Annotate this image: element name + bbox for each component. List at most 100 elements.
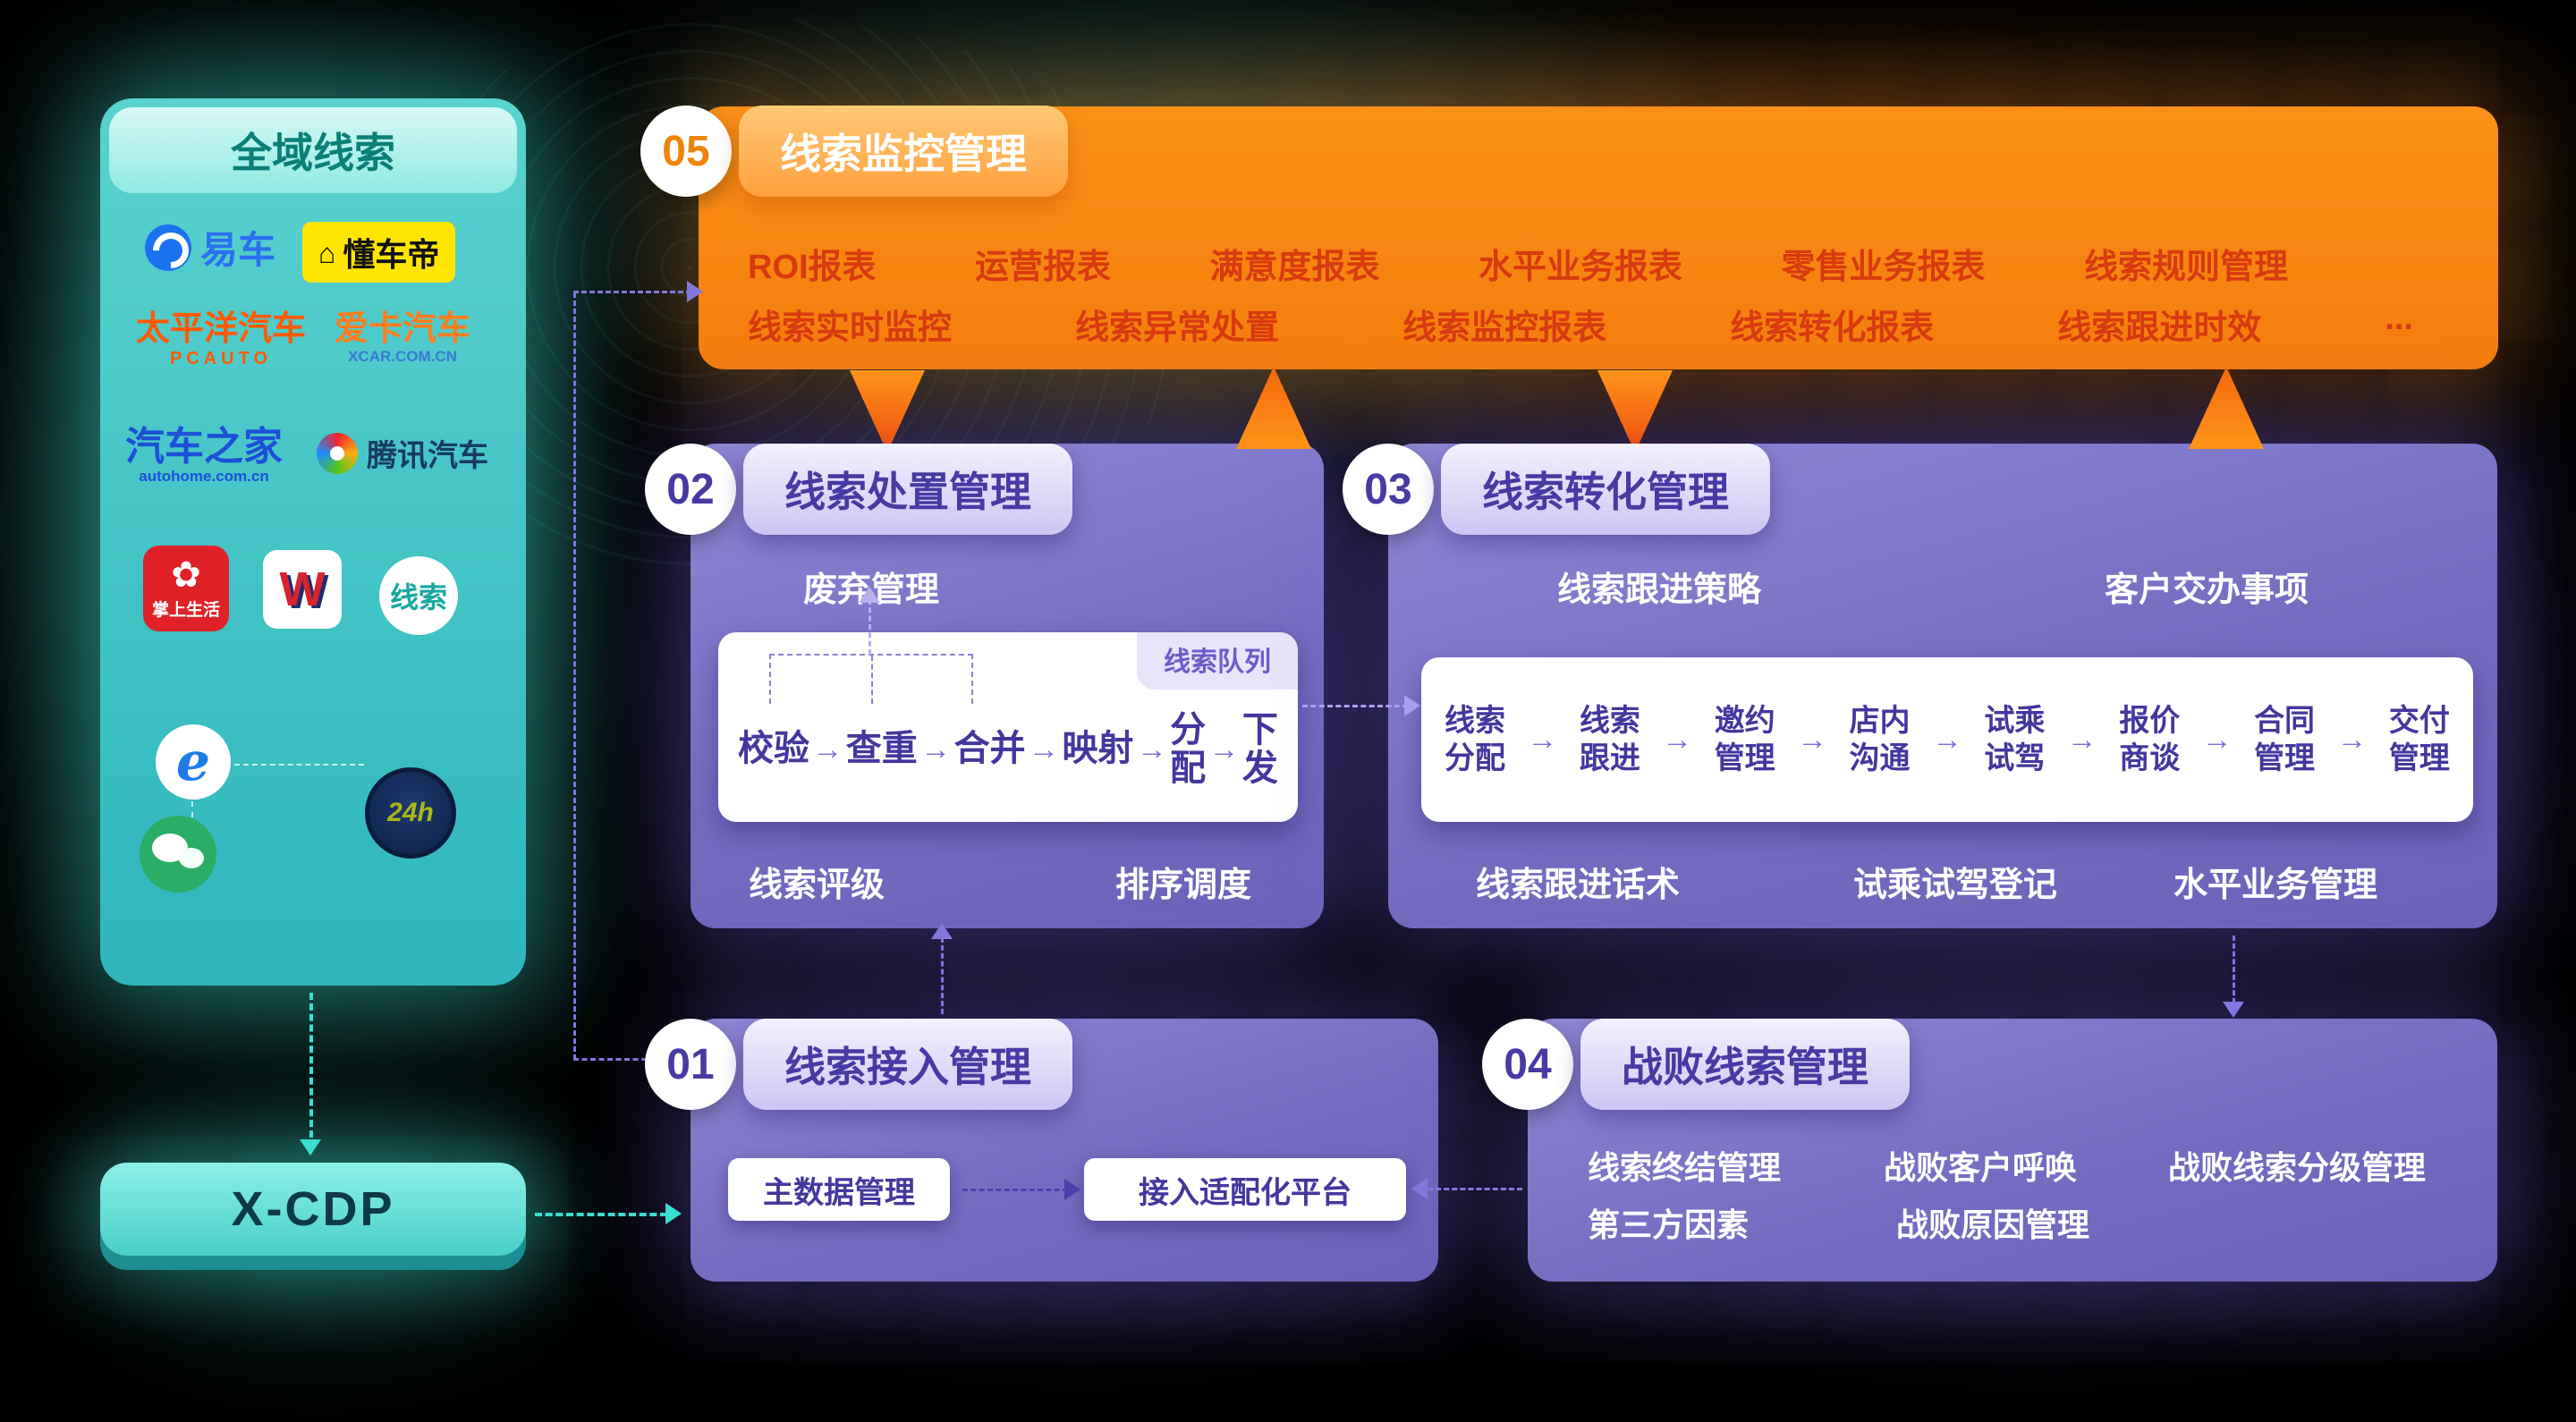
connector-disposal-to-conversion (1302, 705, 1408, 707)
arrow-right-icon (2202, 723, 2233, 758)
autohome-en-label: autohome.com.cn (139, 468, 269, 486)
monitor-item: 线索转化报表 (1730, 309, 1935, 347)
defeat-item: 战败线索分级管理 (2167, 1149, 2427, 1186)
arrow-up-icon (859, 587, 880, 603)
lead-queue-box: 线索队列 校验 查重 合并 映射 分 配 下 发 (718, 632, 1298, 822)
section-title: 线索监控管理 (739, 106, 1068, 197)
monitor-item: 零售业务报表 (1781, 249, 1986, 286)
section-title: 战败线索管理 (1580, 1019, 1910, 1110)
flow-step: 合同 管理 (2254, 703, 2316, 776)
connector-conversion-to-defeat (2233, 935, 2235, 1003)
arrow-right-icon (1932, 723, 1962, 758)
follow-up-strategy-label: 线索跟进策略 (1556, 571, 1762, 609)
arrow-right-icon (665, 1203, 682, 1224)
monitor-item: ... (2385, 300, 2413, 337)
arrow-up-icon (2189, 367, 2264, 449)
connector-access-to-monitor-top (573, 291, 691, 293)
logo-ie: e (156, 724, 231, 800)
flow-step: 邀约 管理 (1714, 703, 1775, 776)
monitor-item: 线索异常处置 (1075, 309, 1280, 347)
tencent-label: 腾讯汽车 (367, 439, 488, 473)
discard-bracket (769, 654, 973, 704)
connector-defeat-to-access (1428, 1188, 1522, 1190)
logo-tencent-auto: 腾讯汽车 (317, 431, 488, 475)
monitor-item: 满意度报表 (1209, 249, 1380, 286)
connector-access-to-monitor-v (573, 292, 576, 1060)
arrow-right-icon (1404, 695, 1420, 716)
connector-xcdp-to-access (535, 1213, 667, 1216)
section-number-badge: 01 (645, 1019, 736, 1110)
lead-queue-tag: 线索队列 (1137, 632, 1298, 690)
logo-xiansuo: 线索 (379, 556, 458, 635)
ie-label: e (156, 724, 231, 800)
conversion-flow-box: 线索 分配 线索 跟进 邀约 管理 店内 沟通 试乘 试驾 报价 商谈 合同 管… (1421, 657, 2473, 822)
monitor-item: 运营报表 (975, 249, 1112, 286)
zhangshang-label: 掌上生活 (151, 600, 220, 620)
yiche-icon (145, 224, 191, 271)
monitor-item: 线索规则管理 (2083, 249, 2288, 286)
flow-step: 线索 跟进 (1579, 703, 1640, 776)
section-lead-conversion: 线索跟进策略 客户交办事项 线索 分配 线索 跟进 邀约 管理 店内 沟通 试乘… (1388, 444, 2497, 928)
zhangshang-badge: 掌上生活 (143, 546, 229, 631)
section-title: 线索转化管理 (1441, 444, 1770, 535)
section-number-badge: 04 (1482, 1019, 1573, 1110)
pcauto-en-label: PCAUTO (169, 348, 273, 368)
defeat-header: 04 战败线索管理 (1482, 1019, 1910, 1110)
flow-step: 报价 商谈 (2119, 703, 2181, 776)
w-label: W (263, 550, 342, 629)
yiche-label: 易车 (200, 229, 276, 271)
monitor-items-row-2: 线索实时监控 线索异常处置 线索监控报表 线索转化报表 线索跟进时效 ... (748, 300, 2413, 349)
monitor-items-row-1: ROI报表 运营报表 满意度报表 水平业务报表 零售业务报表 线索规则管理 (748, 239, 2288, 288)
arrow-down-icon (1597, 370, 1673, 453)
xcar-en-label: XCAR.COM.CN (348, 347, 457, 365)
arrow-down-icon (300, 1139, 321, 1155)
xcar-cn-label: 爱卡汽车 (335, 310, 471, 348)
flow-step: 查重 (845, 729, 918, 769)
autohome-cn-label: 汽车之家 (125, 425, 283, 469)
section-title: 线索接入管理 (743, 1019, 1072, 1110)
monitor-item: 线索实时监控 (748, 309, 953, 347)
lead-rating-label: 线索评级 (748, 867, 886, 904)
arrow-right-icon (1527, 723, 1557, 758)
arrow-right-icon (920, 732, 951, 767)
lead-sources-title: 全域线索 (109, 107, 517, 193)
arrow-right-icon (2067, 723, 2097, 758)
logo-dongchedi: 懂车帝 (302, 222, 456, 283)
arrow-left-icon (1411, 1178, 1428, 1199)
dongchedi-label: 懂车帝 (343, 236, 440, 273)
follow-up-script-label: 线索跟进话术 (1475, 867, 1681, 904)
horizontal-business-label: 水平业务管理 (2173, 867, 2378, 904)
arrow-right-icon (1662, 723, 1692, 758)
defeat-item: 线索终结管理 (1587, 1149, 1782, 1186)
connector-access-to-monitor-bottom (573, 1058, 647, 1061)
arrow-down-icon (2223, 1002, 2244, 1018)
monitoring-header: 05 线索监控管理 (640, 106, 1068, 197)
access-header: 01 线索接入管理 (645, 1019, 1072, 1110)
pcauto-cn-label: 太平洋汽车 (136, 310, 307, 348)
tencent-icon (317, 432, 358, 474)
arrow-right-icon (1209, 732, 1240, 767)
monitor-item: ROI报表 (748, 249, 877, 286)
customer-tasks-label: 客户交办事项 (2104, 571, 2309, 609)
xiansuo-label: 线索 (379, 556, 458, 635)
flow-step: 交付 管理 (2388, 703, 2450, 776)
section-number-badge: 03 (1343, 444, 1434, 535)
connector-masterdata-to-adapter (962, 1189, 1068, 1191)
flow-step: 线索 分配 (1445, 703, 1505, 776)
flow-step: 店内 沟通 (1849, 703, 1911, 776)
logo-w: W (263, 550, 342, 629)
master-data-node: 主数据管理 (728, 1158, 950, 1221)
disposal-header: 02 线索处置管理 (645, 444, 1072, 535)
conversion-header: 03 线索转化管理 (1343, 444, 1770, 535)
home-icon (318, 233, 335, 271)
section-number-badge: 02 (645, 444, 736, 535)
defeat-item: 战败客户呼唤 (1883, 1149, 2078, 1186)
defeat-item: 战败原因管理 (1895, 1206, 2090, 1243)
defeat-item: 第三方因素 (1587, 1206, 1750, 1243)
arrow-up-icon (931, 923, 953, 939)
arrow-right-icon (2336, 723, 2367, 758)
